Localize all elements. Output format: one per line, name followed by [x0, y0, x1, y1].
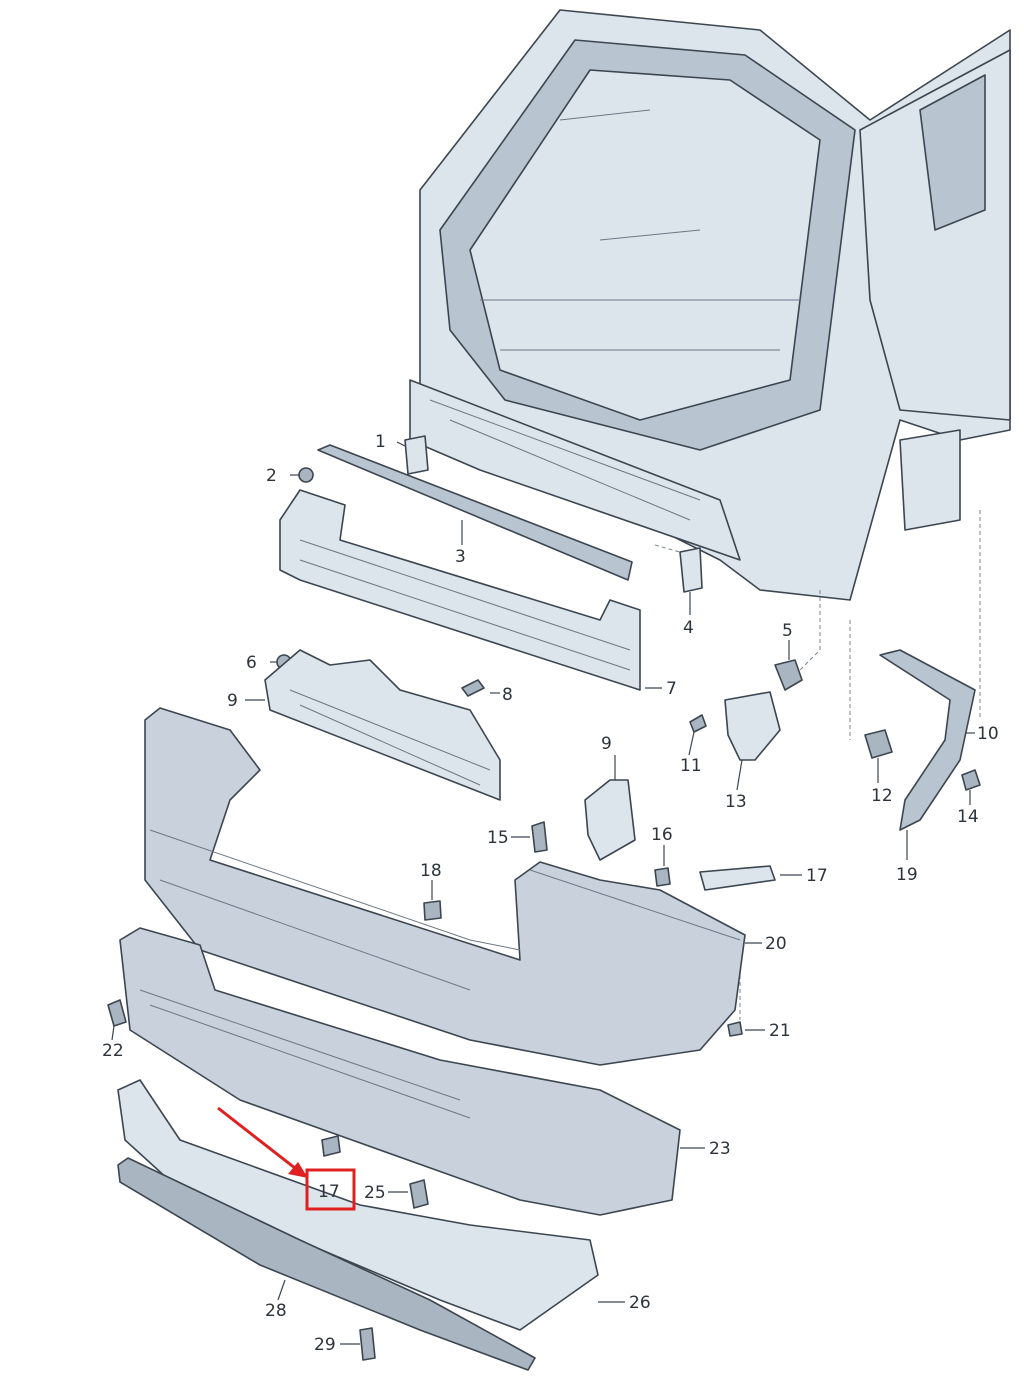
- callout-4: 2: [266, 466, 277, 486]
- part-18-clip: [423, 900, 442, 921]
- part-14-screw: [961, 769, 981, 791]
- callout-10: 13: [725, 792, 747, 812]
- callout-16: 22: [102, 1041, 124, 1061]
- callout-18: 18: [420, 861, 442, 881]
- callout-7: 1: [375, 432, 386, 452]
- part-21-bolt: [531, 821, 548, 853]
- callout-21: 15: [487, 828, 509, 848]
- leader-lines: [111, 441, 975, 1345]
- callout-19: 9: [601, 734, 612, 754]
- part-4-nut: [298, 467, 314, 483]
- part-2-bolt: [461, 679, 485, 697]
- part-13-side-guide: [879, 649, 976, 831]
- callout-14: 14: [957, 807, 979, 827]
- callout-2: 8: [502, 685, 513, 705]
- callout-9-lower: 12: [871, 786, 893, 806]
- callout-labels: 1 2 3 4 5 6 7 8 9 9 10 11 12 13 14 15 16…: [102, 432, 999, 1355]
- part-5-energy-absorber: [264, 649, 501, 801]
- callout-1: 7: [666, 679, 677, 699]
- part-29-bottom-strip: [117, 1157, 536, 1371]
- callout-20: 16: [651, 825, 673, 845]
- callout-22: 17: [806, 866, 828, 886]
- callout-25: 23: [709, 1139, 731, 1159]
- part-26-bolt: [409, 1179, 429, 1209]
- callout-6: 6: [246, 653, 257, 673]
- callout-28: 26: [629, 1293, 651, 1313]
- callout-12: 19: [896, 865, 918, 885]
- part-9-clip-upper: [774, 659, 803, 691]
- part-10-bracket: [724, 691, 781, 761]
- part-11-screw: [689, 714, 707, 733]
- callout-15: 20: [765, 934, 787, 954]
- part-9-clip-lower: [864, 729, 893, 759]
- callout-23: 21: [769, 1021, 791, 1041]
- part-8-cap: [679, 547, 703, 593]
- callout-3: 3: [455, 547, 466, 567]
- part-19-bracket: [584, 779, 636, 861]
- part-15-bumper-cover: [144, 707, 746, 1066]
- callout-29: 28: [265, 1301, 287, 1321]
- highlight-arrowhead: [288, 1162, 308, 1178]
- part-17-highlight: 17: [217, 1106, 356, 1211]
- callout-9-upper: 5: [782, 621, 793, 641]
- part-1-bumper-carrier: [279, 489, 641, 691]
- part-22-reflector: [699, 865, 776, 891]
- callout-30: 29: [314, 1335, 336, 1355]
- highlight-box: [305, 1168, 356, 1211]
- part-20-clip: [654, 867, 671, 887]
- callout-8: 4: [683, 618, 694, 638]
- part-23-clip: [727, 1021, 743, 1037]
- callout-17: 17: [318, 1182, 340, 1202]
- part-25-lower-diffuser: [119, 927, 681, 1216]
- part-7-cap: [404, 435, 429, 475]
- highlight-arrow: [217, 1106, 301, 1174]
- part-17-clip: [321, 1135, 341, 1157]
- callout-26: 25: [364, 1183, 386, 1203]
- callout-5: 9: [227, 691, 238, 711]
- callout-11: 11: [680, 756, 702, 776]
- callout-13: 10: [977, 724, 999, 744]
- part-16-clip: [107, 999, 127, 1027]
- part-30-bolt: [359, 1327, 376, 1361]
- vehicle-rear-body: [409, 9, 1011, 601]
- part-3-reinforcement-strip: [317, 444, 633, 581]
